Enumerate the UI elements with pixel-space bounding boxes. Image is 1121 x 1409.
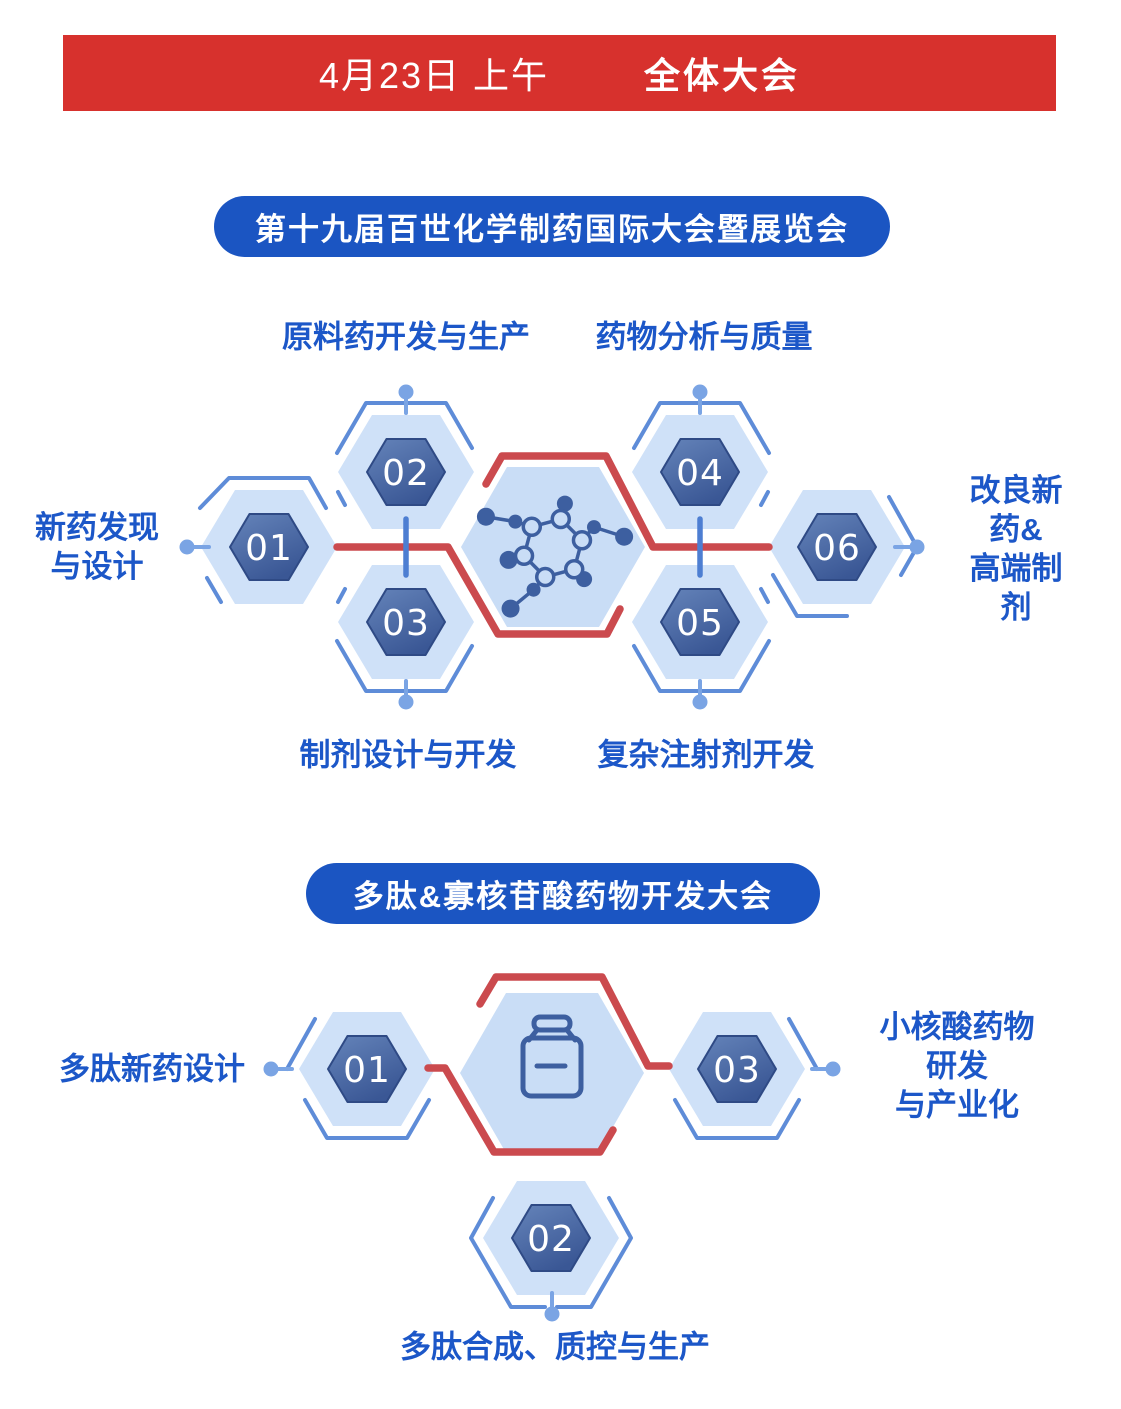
hexagon-outline-arc <box>469 1196 547 1309</box>
track-number-hexagon <box>229 513 309 581</box>
connector-dot <box>692 384 708 400</box>
connector-dot <box>544 1306 560 1322</box>
track-label-c2-02: 多肽合成、质控与生产 <box>400 1329 710 1365</box>
red-connector-line <box>333 543 624 638</box>
track-number-hexagon <box>366 588 446 656</box>
session-date: 4月23日 上午 <box>318 55 550 96</box>
conference1-title-pill: 第十九届百世化学制药国际大会暨展览会 <box>214 196 890 257</box>
connector-dot <box>398 384 414 400</box>
hexagon-outline-arc <box>673 1098 801 1140</box>
track-number-hexagon <box>511 1204 591 1272</box>
connector-dot <box>398 694 414 710</box>
connector-dot <box>825 1061 841 1077</box>
track-node: 01 <box>179 476 328 604</box>
track-label-c1-02: 原料药开发与生产 <box>282 319 530 355</box>
hexagon-outline-arc <box>285 1017 317 1071</box>
track-number: 02 <box>382 453 430 494</box>
connector-dot <box>263 1061 279 1077</box>
red-connector-line <box>476 973 673 1070</box>
track-node: 04 <box>632 384 771 507</box>
center-hexagon <box>461 467 645 627</box>
session-title: 全体大会 <box>644 55 801 96</box>
track-label-c1-04: 药物分析与质量 <box>595 319 813 355</box>
hexagon-outline-arc <box>205 576 223 604</box>
track-number: 03 <box>382 603 430 644</box>
track-label-c1-05: 复杂注射剂开发 <box>597 737 815 773</box>
track-number: 03 <box>713 1050 761 1091</box>
track-label-c1-01: 新药发现 与设计 <box>35 509 159 584</box>
track-number-hexagon <box>366 438 446 506</box>
hexagon-outline-arc <box>198 476 328 510</box>
track-label-c1-06: 改良新药& 高端制剂 <box>969 472 1063 626</box>
hexagon-outline-arc <box>759 490 770 507</box>
conference2-title: 多肽&寡核苷酸药物开发大会 <box>352 879 774 914</box>
track-number-hexagon <box>660 438 740 506</box>
red-connector-line <box>424 1064 617 1156</box>
track-number-hexagon <box>660 588 740 656</box>
track-node: 03 <box>335 587 474 710</box>
hexagon-outline-arc <box>336 587 347 604</box>
track-number-hexagon <box>797 513 877 581</box>
track-number: 04 <box>676 453 724 494</box>
track-number: 01 <box>245 528 293 569</box>
track-node: 03 <box>673 1017 841 1140</box>
hexagon-outline-arc <box>555 1196 633 1309</box>
track-number-hexagon <box>327 1035 407 1103</box>
track-number: 01 <box>343 1050 391 1091</box>
medicine-bottle-icon <box>520 1014 584 1099</box>
track-label-c1-03: 制剂设计与开发 <box>299 737 517 773</box>
red-connector-line <box>482 452 773 551</box>
hexagon-outline-arc <box>759 587 770 604</box>
hexagon-outline-arc <box>303 1098 431 1140</box>
track-node: 02 <box>335 384 474 507</box>
track-node: 05 <box>632 587 771 710</box>
conference1-title: 第十九届百世化学制药国际大会暨展览会 <box>255 212 849 247</box>
diagram-conference2: 01 02 03 <box>263 973 841 1322</box>
hexagon-outline-arc <box>787 1017 819 1071</box>
session-banner: 4月23日 上午 全体大会 <box>63 35 1056 111</box>
track-number: 06 <box>813 528 861 569</box>
hexagon-outline-arc <box>771 573 849 618</box>
track-number-hexagon <box>697 1035 777 1103</box>
track-node: 06 <box>771 495 925 618</box>
center-hexagon <box>460 993 644 1153</box>
track-node: 02 <box>469 1196 633 1322</box>
track-label-c2-03: 小核酸药物研发 与产业化 <box>879 1009 1035 1123</box>
molecule-icon <box>476 495 634 618</box>
track-number: 05 <box>676 603 724 644</box>
connector-dot <box>909 539 925 555</box>
diagram-conference1: 01 02 03 04 05 06 <box>179 384 925 710</box>
connector-dot <box>179 539 195 555</box>
track-number: 02 <box>527 1219 575 1260</box>
track-label-c2-01: 多肽新药设计 <box>59 1051 245 1087</box>
hexagon-outline-arc <box>336 490 347 507</box>
track-node: 01 <box>263 1017 431 1140</box>
connector-dot <box>692 694 708 710</box>
conference2-title-pill: 多肽&寡核苷酸药物开发大会 <box>306 863 820 924</box>
